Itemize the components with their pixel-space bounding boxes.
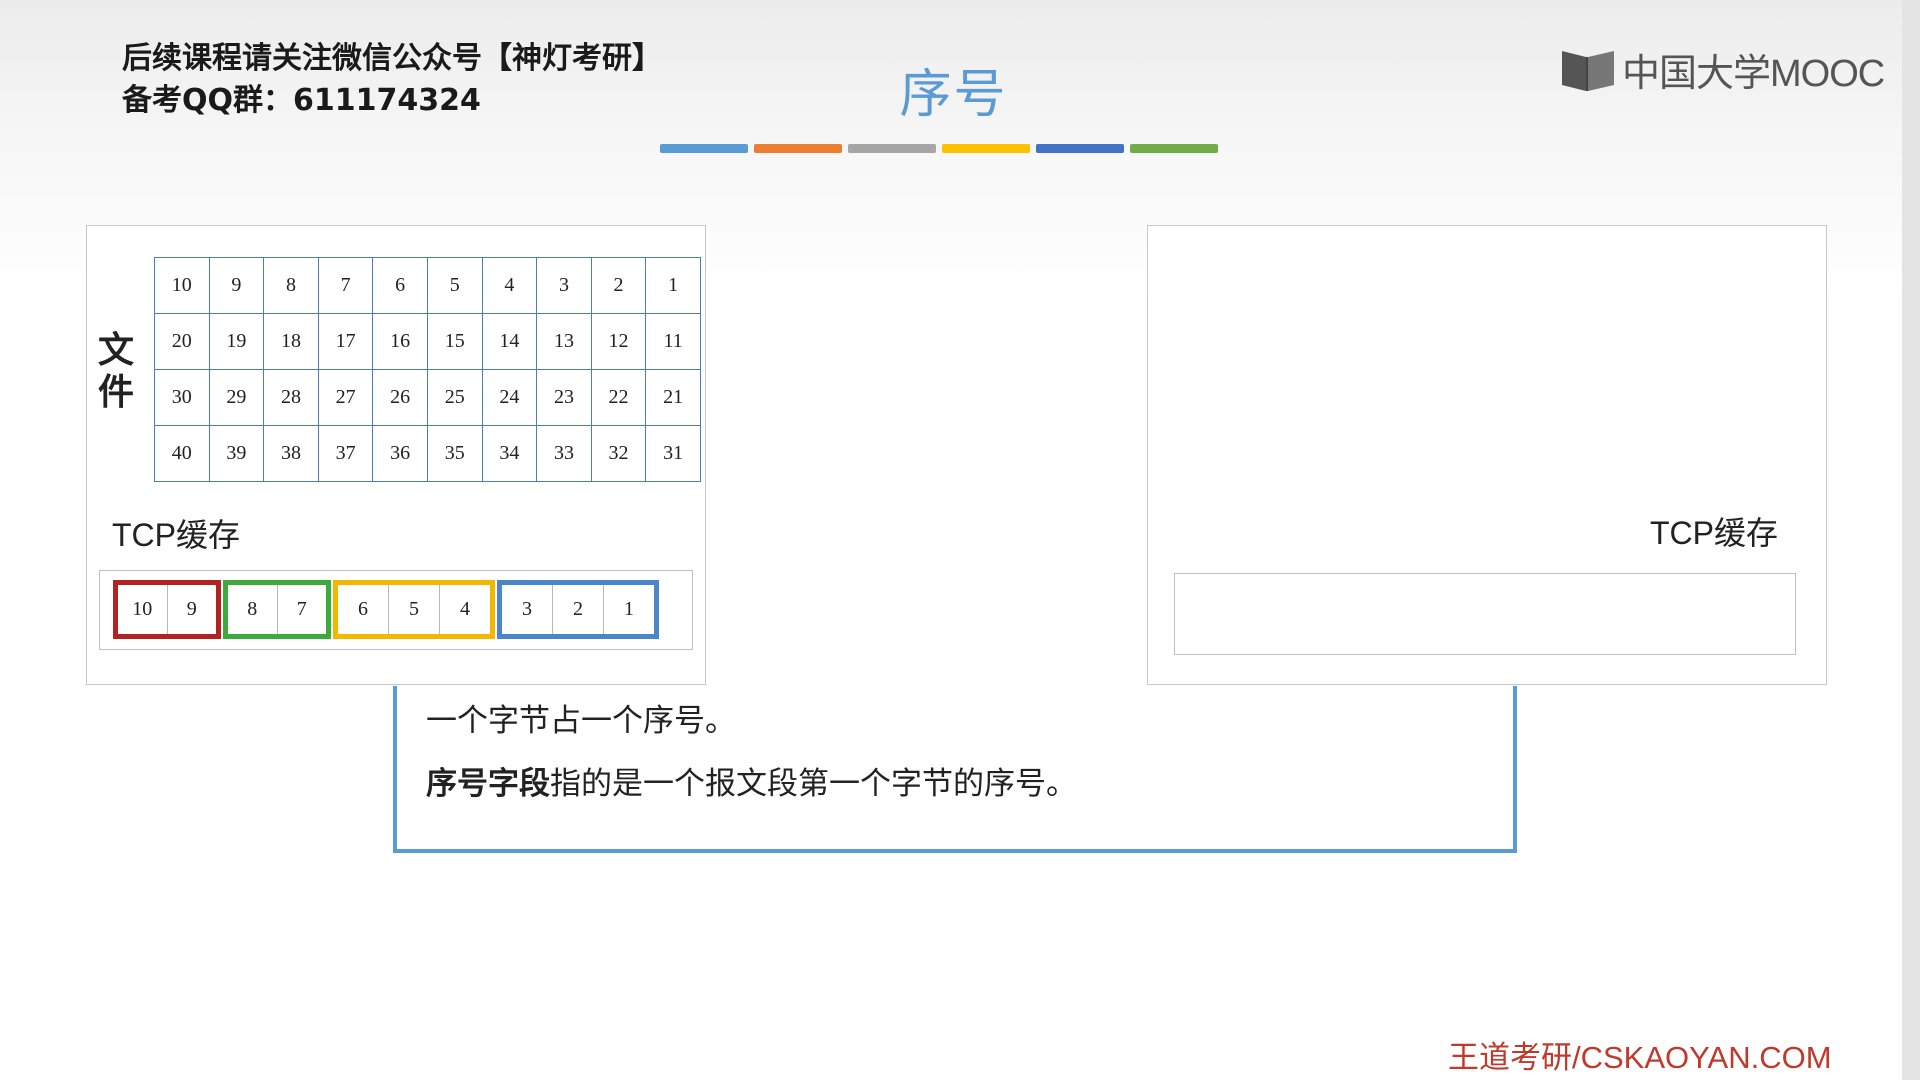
file-byte-cell: 6 xyxy=(372,257,428,314)
file-byte-cell: 14 xyxy=(481,313,538,370)
file-byte-cell: 5 xyxy=(426,257,483,314)
file-byte-cell: 7 xyxy=(317,257,374,314)
file-byte-cell: 3 xyxy=(536,257,592,314)
file-byte-cell: 11 xyxy=(645,313,701,370)
slide-title: 序号 xyxy=(899,65,1008,125)
note-box xyxy=(393,686,1517,853)
color-bar-segment xyxy=(754,144,842,153)
segment-byte-cell: 5 xyxy=(388,585,439,634)
receiver-buffer-label: TCP缓存 xyxy=(1650,515,1779,551)
file-byte-cell: 19 xyxy=(208,313,265,370)
segment-byte-cell: 3 xyxy=(522,598,532,620)
note-line-2-rest: 指的是一个报文段第一个字节的序号。 xyxy=(550,766,1077,802)
file-byte-cell: 24 xyxy=(481,369,538,426)
segment-byte-cell: 4 xyxy=(439,585,490,634)
file-byte-cell: 2 xyxy=(590,257,647,314)
file-byte-cell: 38 xyxy=(263,425,319,482)
file-byte-cell: 9 xyxy=(208,257,265,314)
mooc-book-icon xyxy=(1562,50,1614,91)
file-byte-cell: 15 xyxy=(426,313,483,370)
note-bold-term: 序号字段 xyxy=(426,766,550,802)
right-edge-strip xyxy=(1902,0,1920,1080)
file-byte-cell: 4 xyxy=(481,257,538,314)
file-byte-cell: 12 xyxy=(590,313,647,370)
file-byte-cell: 26 xyxy=(372,369,428,426)
receiver-tcp-buffer xyxy=(1174,573,1796,655)
file-byte-cell: 33 xyxy=(536,425,592,482)
color-bar-segment xyxy=(848,144,936,153)
promo-line-1: 后续课程请关注微信公众号【神灯考研】 xyxy=(122,41,662,76)
file-label: 文件 xyxy=(97,330,134,413)
file-byte-cell: 39 xyxy=(208,425,265,482)
color-bar-segment xyxy=(1036,144,1124,153)
file-byte-cell: 30 xyxy=(154,369,210,426)
file-byte-cell: 1 xyxy=(645,257,701,314)
file-byte-cell: 17 xyxy=(317,313,374,370)
segment-byte-cell: 8 xyxy=(247,598,258,620)
file-byte-cell: 40 xyxy=(154,425,210,482)
color-bar-segment xyxy=(660,144,748,153)
file-byte-cell: 16 xyxy=(372,313,428,370)
file-byte-cell: 10 xyxy=(154,257,210,314)
file-byte-cell: 20 xyxy=(154,313,210,370)
segment-byte-cell: 2 xyxy=(552,585,603,634)
file-byte-cell: 23 xyxy=(536,369,592,426)
mooc-logo-text: 中国大学MOOC xyxy=(1622,53,1885,95)
promo-text: 后续课程请关注微信公众号【神灯考研】 备考QQ群：611174324 xyxy=(122,38,662,122)
promo-line-2: 备考QQ群：611174324 xyxy=(122,83,481,118)
file-byte-cell: 36 xyxy=(372,425,428,482)
file-byte-cell: 18 xyxy=(263,313,319,370)
file-byte-cell: 8 xyxy=(263,257,319,314)
segment-byte-cell: 7 xyxy=(276,585,327,634)
tcp-segment: 10 9 xyxy=(113,580,221,639)
file-byte-cell: 37 xyxy=(317,425,374,482)
color-bar xyxy=(660,144,1218,153)
segment-byte-cell: 10 xyxy=(132,598,153,620)
file-byte-cell: 29 xyxy=(208,369,265,426)
note-line-2: 序号字段指的是一个报文段第一个字节的序号。 xyxy=(426,758,1077,803)
file-byte-cell: 13 xyxy=(536,313,592,370)
file-byte-cell: 22 xyxy=(590,369,647,426)
segment-byte-cell: 6 xyxy=(358,598,368,620)
color-bar-segment xyxy=(1130,144,1218,153)
file-byte-cell: 28 xyxy=(263,369,319,426)
file-byte-cell: 35 xyxy=(426,425,483,482)
file-byte-cell: 32 xyxy=(590,425,647,482)
mooc-logo: 中国大学MOOC xyxy=(1560,42,1885,97)
file-byte-cell: 21 xyxy=(645,369,701,426)
segment-byte-cell: 1 xyxy=(603,585,654,634)
segment-byte-cell: 9 xyxy=(166,585,217,634)
sender-buffer-label: TCP缓存 xyxy=(112,517,241,553)
file-byte-cell: 25 xyxy=(426,369,483,426)
file-byte-cell: 31 xyxy=(645,425,701,482)
note-line-1: 一个字节占一个序号。 xyxy=(426,703,736,739)
file-byte-cell: 34 xyxy=(481,425,538,482)
file-byte-cell: 27 xyxy=(317,369,374,426)
footer-brand: 王道考研/CSKAOYAN.COM xyxy=(1448,1040,1832,1075)
color-bar-segment xyxy=(942,144,1030,153)
